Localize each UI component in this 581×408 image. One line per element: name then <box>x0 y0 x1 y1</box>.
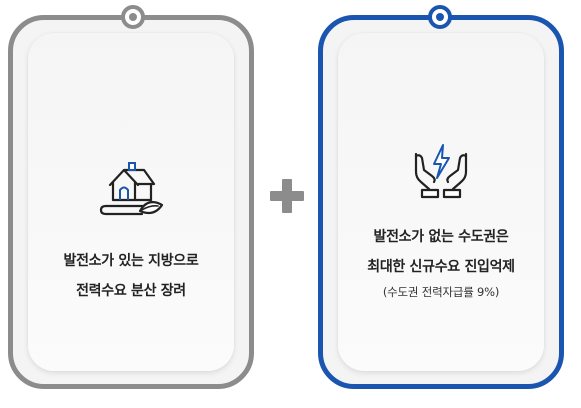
hands-lightning-icon <box>412 142 470 200</box>
left-card-knob <box>121 5 145 29</box>
right-card-text: 발전소가 없는 수도권은 최대한 신규수요 진입억제 (수도권 전력자급률 9%… <box>338 222 544 302</box>
left-card-text: 발전소가 있는 지방으로 전력수요 분산 장려 <box>28 246 234 306</box>
right-card-line2: 최대한 신규수요 진입억제 <box>367 259 515 275</box>
right-card-note: (수도권 전력자급률 9%) <box>382 285 500 299</box>
right-card-line1: 발전소가 없는 수도권은 <box>373 229 509 245</box>
left-card-line1: 발전소가 있는 지방으로 <box>63 253 199 269</box>
plus-icon <box>270 179 304 213</box>
house-leaf-icon <box>98 153 164 219</box>
right-card-inner: 발전소가 없는 수도권은 최대한 신규수요 진입억제 (수도권 전력자급률 9%… <box>338 33 544 371</box>
left-card-inner: 발전소가 있는 지방으로 전력수요 분산 장려 <box>28 33 234 371</box>
right-card: 발전소가 없는 수도권은 최대한 신규수요 진입억제 (수도권 전력자급률 9%… <box>318 5 564 389</box>
left-card: 발전소가 있는 지방으로 전력수요 분산 장려 <box>8 5 254 389</box>
left-card-line2: 전력수요 분산 장려 <box>76 283 186 299</box>
right-card-knob <box>428 5 452 29</box>
